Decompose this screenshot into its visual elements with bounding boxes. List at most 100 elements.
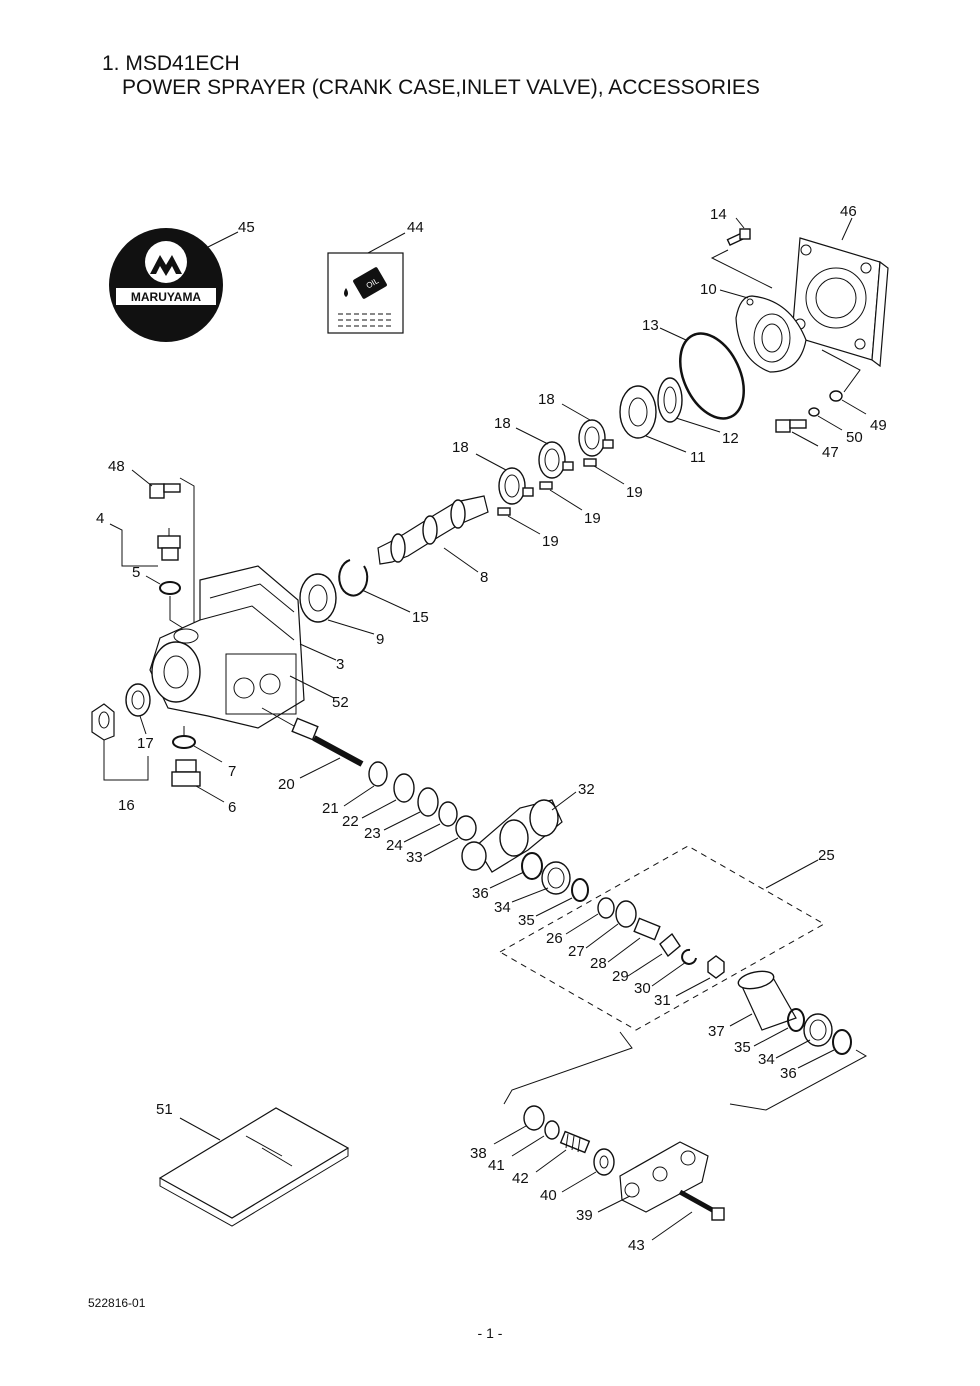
callout-3: 3: [336, 656, 344, 673]
valve-40: [593, 1148, 615, 1176]
callout-38: 38: [470, 1145, 487, 1162]
ball-bearing-9: [299, 573, 337, 623]
callout-51: 51: [156, 1101, 173, 1118]
callout-13: 13: [642, 317, 659, 334]
washer-49: [829, 390, 843, 402]
callout-25: 25: [818, 847, 835, 864]
ball-bearing-11: [619, 385, 657, 439]
callout-5: 5: [132, 564, 140, 581]
sight-glass-16: [91, 703, 115, 741]
pin-19b: [539, 481, 553, 490]
callout-36a: 36: [472, 885, 489, 902]
spring-27: [615, 900, 637, 928]
seal-23: [417, 787, 439, 817]
callout-18a: 18: [452, 439, 469, 456]
callout-11: 11: [690, 449, 706, 466]
callout-35a: 35: [518, 912, 535, 929]
pin-19c: [583, 458, 597, 467]
valve-assembly-group-25: [498, 845, 826, 1031]
o-ring-36b: [832, 1029, 852, 1055]
assembly-title: POWER SPRAYER (CRANK CASE,INLET VALVE), …: [122, 76, 760, 99]
page-number: - 1 -: [477, 1325, 503, 1341]
valve-seat-34a: [541, 861, 571, 895]
bolt-43: [678, 1189, 725, 1221]
callout-18c: 18: [538, 391, 555, 408]
washer-21: [368, 761, 388, 787]
callout-39: 39: [576, 1207, 593, 1224]
callout-28: 28: [590, 955, 607, 972]
callout-34b: 34: [758, 1051, 775, 1068]
model-title: 1. MSD41ECH: [102, 52, 240, 75]
o-ring-35a: [571, 878, 589, 902]
callout-24: 24: [386, 837, 403, 854]
callout-26: 26: [546, 930, 563, 947]
o-ring-13: [679, 332, 745, 420]
page-title: 1. MSD41ECH POWER SPRAYER (CRANK CASE,IN…: [102, 52, 760, 100]
callout-19a: 19: [542, 533, 559, 550]
spacer-33: [455, 815, 477, 841]
connecting-rod-18a: [498, 467, 534, 505]
callout-22: 22: [342, 813, 359, 830]
callout-17: 17: [137, 735, 154, 752]
callout-47: 47: [822, 444, 839, 461]
crank-case: [149, 565, 305, 729]
callout-7: 7: [228, 763, 236, 780]
instruction-manual: [158, 1107, 350, 1227]
callout-31: 31: [654, 992, 671, 1009]
callout-40: 40: [540, 1187, 557, 1204]
snap-ring-15: [338, 559, 369, 597]
callout-19c: 19: [626, 484, 643, 501]
callout-20: 20: [278, 776, 295, 793]
callout-36b: 36: [780, 1065, 797, 1082]
valve-seat-34b: [803, 1013, 833, 1047]
callout-52: 52: [332, 694, 349, 711]
cylinder-37: [737, 970, 797, 1031]
callout-15: 15: [412, 609, 429, 626]
bearing-22: [393, 773, 415, 803]
callout-9: 9: [376, 631, 384, 648]
callout-8: 8: [480, 569, 488, 586]
crankshaft: [377, 495, 489, 565]
clip-30: [681, 948, 697, 965]
logo-text: MARUYAMA: [131, 290, 202, 304]
o-ring-7: [172, 735, 196, 749]
callout-34a: 34: [494, 899, 511, 916]
callout-23: 23: [364, 825, 381, 842]
document-code: 522816-01: [88, 1296, 146, 1310]
callout-43: 43: [628, 1237, 645, 1254]
washer-50: [808, 407, 820, 417]
valve-seat-38: [523, 1105, 545, 1131]
callout-14: 14: [710, 206, 727, 223]
nut-31: [707, 955, 725, 979]
connecting-rod-18b: [538, 441, 574, 479]
o-ring-35b: [787, 1008, 805, 1032]
manifold-32: [461, 799, 563, 873]
callout-49: 49: [870, 417, 887, 434]
bolt-47: [775, 419, 807, 433]
washer-26: [597, 897, 615, 919]
flange-plate: [791, 237, 889, 368]
pin-19a: [497, 507, 511, 516]
callout-12: 12: [722, 430, 739, 447]
callout-16: 16: [118, 797, 135, 814]
sleeve-28: [633, 917, 661, 941]
needle-bearing-12: [657, 377, 683, 423]
crank-cover: [735, 295, 807, 373]
callout-44: 44: [407, 219, 424, 236]
callout-41: 41: [488, 1157, 505, 1174]
callout-19b: 19: [584, 510, 601, 527]
bolt-48: [149, 483, 181, 499]
callout-50: 50: [846, 429, 863, 446]
callout-32: 32: [578, 781, 595, 798]
oil-plug-4: [157, 528, 181, 561]
callout-37: 37: [708, 1023, 725, 1040]
callout-29: 29: [612, 968, 629, 985]
bolt-14: [726, 228, 751, 247]
o-ring-5: [159, 581, 181, 595]
o-ring-41: [544, 1120, 560, 1140]
callout-27: 27: [568, 943, 585, 960]
connecting-rod-18c: [578, 419, 614, 457]
callout-46: 46: [840, 203, 857, 220]
callout-18b: 18: [494, 415, 511, 432]
oil-decal: OIL: [327, 252, 404, 334]
